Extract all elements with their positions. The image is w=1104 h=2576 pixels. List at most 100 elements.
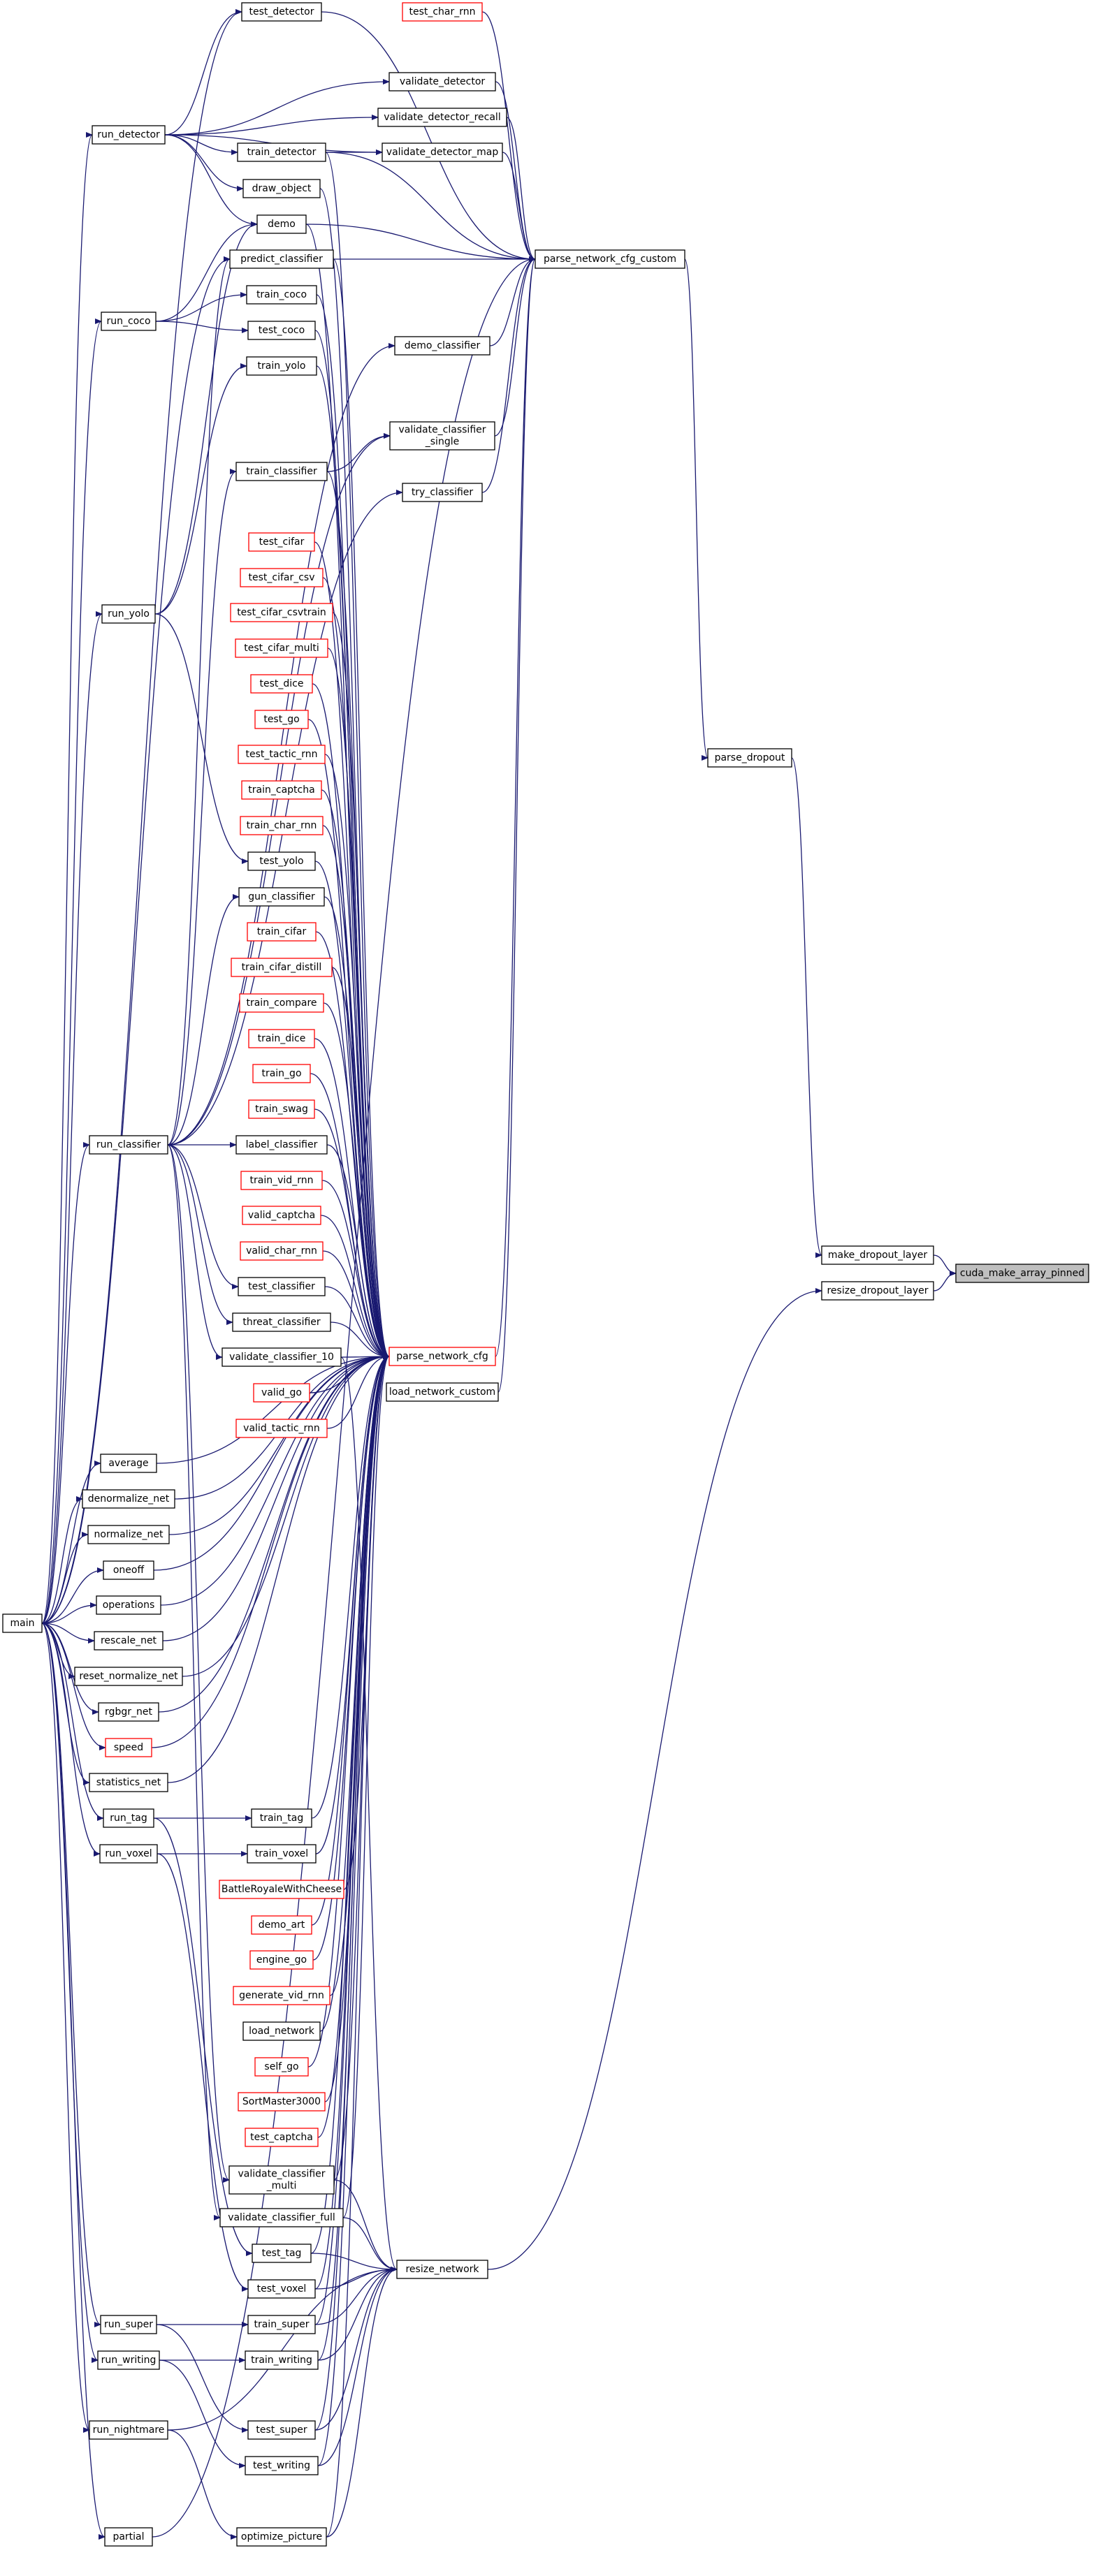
node-average[interactable]: average: [100, 1454, 157, 1473]
node-resize_dropout_layer[interactable]: resize_dropout_layer: [821, 1281, 934, 1301]
node-run_coco[interactable]: run_coco: [101, 312, 157, 331]
node-label-run_tag: run_tag: [110, 1813, 147, 1824]
node-train_voxel[interactable]: train_voxel: [247, 1844, 317, 1864]
node-engine_go[interactable]: engine_go: [249, 1950, 314, 1970]
node-draw_object[interactable]: draw_object: [242, 179, 321, 198]
node-train_cifar_distill[interactable]: train_cifar_distill: [231, 958, 333, 977]
node-train_dice[interactable]: train_dice: [248, 1029, 315, 1048]
node-load_network[interactable]: load_network: [242, 2021, 321, 2041]
node-label-train_coco: train_coco: [256, 289, 307, 300]
node-test_char_rnn[interactable]: test_char_rnn: [402, 2, 483, 22]
node-train_yolo[interactable]: train_yolo: [246, 356, 317, 376]
node-validate_classifier_10[interactable]: validate_classifier_10: [221, 1347, 342, 1367]
node-parse_network_cfg_custom[interactable]: parse_network_cfg_custom: [535, 249, 685, 269]
node-oneoff[interactable]: oneoff: [103, 1560, 154, 1580]
node-optimize_picture[interactable]: optimize_picture: [236, 2527, 327, 2547]
node-generate_vid_rnn[interactable]: generate_vid_rnn: [233, 1986, 331, 2005]
node-partial[interactable]: partial: [104, 2527, 153, 2547]
node-demo_art[interactable]: demo_art: [251, 1915, 312, 1935]
node-speed[interactable]: speed: [105, 1738, 152, 1757]
node-test_go[interactable]: test_go: [254, 710, 309, 729]
node-box-train_super: [247, 2315, 316, 2334]
node-threat_classifier[interactable]: threat_classifier: [232, 1312, 331, 1332]
node-test_cifar_multi[interactable]: test_cifar_multi: [235, 638, 328, 658]
node-reset_normalize_net[interactable]: reset_normalize_net: [74, 1667, 183, 1686]
node-run_writing[interactable]: run_writing: [97, 2350, 160, 2370]
node-gun_classifier[interactable]: gun_classifier: [238, 887, 325, 907]
node-test_cifar[interactable]: test_cifar: [248, 532, 315, 552]
node-train_classifier[interactable]: train_classifier: [235, 462, 328, 481]
node-train_vid_rnn[interactable]: train_vid_rnn: [240, 1171, 323, 1190]
node-test_dice[interactable]: test_dice: [250, 674, 313, 694]
node-cuda_make_array_pinned[interactable]: cuda_make_array_pinned: [955, 1264, 1089, 1283]
node-test_voxel[interactable]: test_voxel: [247, 2279, 316, 2299]
node-test_tag[interactable]: test_tag: [252, 2244, 312, 2263]
node-validate_classifier_multi[interactable]: validate_classifier_multi: [228, 2165, 335, 2195]
node-make_dropout_layer[interactable]: make_dropout_layer: [821, 1245, 934, 1265]
node-validate_detector_recall[interactable]: validate_detector_recall: [377, 108, 507, 127]
node-try_classifier[interactable]: try_classifier: [402, 483, 483, 502]
node-train_tag[interactable]: train_tag: [251, 1808, 312, 1828]
node-resize_network[interactable]: resize_network: [396, 2260, 488, 2279]
node-denormalize_net[interactable]: denormalize_net: [82, 1489, 175, 1509]
node-train_go[interactable]: train_go: [252, 1064, 311, 1083]
node-test_cifar_csv[interactable]: test_cifar_csv: [240, 568, 324, 587]
node-validate_classifier_full[interactable]: validate_classifier_full: [219, 2208, 344, 2227]
node-test_writing[interactable]: test_writing: [245, 2456, 319, 2475]
node-main[interactable]: main: [2, 1613, 43, 1633]
node-parse_network_cfg[interactable]: parse_network_cfg: [388, 1347, 496, 1366]
node-run_tag[interactable]: run_tag: [103, 1808, 154, 1828]
node-rescale_net[interactable]: rescale_net: [94, 1631, 164, 1651]
node-run_detector[interactable]: run_detector: [92, 125, 166, 145]
node-train_cifar[interactable]: train_cifar: [247, 922, 317, 942]
node-test_tactic_rnn[interactable]: test_tactic_rnn: [238, 745, 326, 764]
node-train_detector[interactable]: train_detector: [237, 142, 326, 162]
node-box-try_classifier: [402, 483, 483, 502]
node-label-train_tag: train_tag: [260, 1813, 304, 1824]
node-train_compare[interactable]: train_compare: [239, 993, 324, 1013]
node-demo[interactable]: demo: [256, 214, 307, 234]
node-validate_classifier_single[interactable]: validate_classifier_single: [389, 421, 495, 451]
node-box-test_go: [254, 710, 309, 729]
node-test_coco[interactable]: test_coco: [247, 321, 316, 340]
node-box-gun_classifier: [238, 887, 325, 907]
node-run_yolo[interactable]: run_yolo: [101, 604, 156, 624]
node-train_swag[interactable]: train_swag: [248, 1099, 315, 1119]
node-test_cifar_csvtrain[interactable]: test_cifar_csvtrain: [230, 603, 333, 622]
node-BattleRoyaleWithCheese[interactable]: BattleRoyaleWithCheese: [219, 1880, 344, 1899]
node-train_captcha[interactable]: train_captcha: [241, 780, 322, 800]
node-predict_classifier[interactable]: predict_classifier: [229, 249, 334, 269]
node-test_captcha[interactable]: test_captcha: [245, 2128, 319, 2147]
node-run_classifier[interactable]: run_classifier: [89, 1135, 168, 1155]
node-valid_char_rnn[interactable]: valid_char_rnn: [240, 1241, 324, 1261]
node-run_nightmare[interactable]: run_nightmare: [89, 2420, 168, 2440]
node-run_voxel[interactable]: run_voxel: [99, 1844, 158, 1864]
node-validate_detector[interactable]: validate_detector: [388, 72, 496, 92]
node-label_classifier[interactable]: label_classifier: [235, 1135, 328, 1155]
node-label-train_detector: train_detector: [247, 147, 317, 158]
node-test_detector[interactable]: test_detector: [241, 2, 322, 22]
node-normalize_net[interactable]: normalize_net: [87, 1525, 170, 1544]
node-statistics_net[interactable]: statistics_net: [89, 1773, 168, 1792]
node-train_writing[interactable]: train_writing: [245, 2350, 319, 2370]
node-train_coco[interactable]: train_coco: [246, 285, 317, 305]
node-self_go[interactable]: self_go: [254, 2057, 309, 2077]
node-valid_captcha[interactable]: valid_captcha: [242, 1206, 321, 1225]
node-rgbgr_net[interactable]: rgbgr_net: [98, 1702, 159, 1722]
node-operations[interactable]: operations: [96, 1595, 161, 1615]
node-label-train_go: train_go: [261, 1068, 301, 1079]
node-label-predict_classifier: predict_classifier: [240, 254, 323, 265]
node-demo_classifier[interactable]: demo_classifier: [394, 336, 491, 356]
node-valid_go[interactable]: valid_go: [253, 1383, 310, 1403]
node-test_yolo[interactable]: test_yolo: [247, 851, 316, 871]
node-valid_tactic_rnn[interactable]: valid_tactic_rnn: [235, 1419, 328, 1438]
node-test_super[interactable]: test_super: [247, 2420, 316, 2440]
node-SortMaster3000[interactable]: SortMaster3000: [238, 2092, 326, 2112]
node-load_network_custom[interactable]: load_network_custom: [386, 1382, 499, 1402]
node-validate_detector_map[interactable]: validate_detector_map: [382, 142, 503, 162]
node-parse_dropout[interactable]: parse_dropout: [707, 748, 792, 768]
node-train_char_rnn[interactable]: train_char_rnn: [240, 816, 324, 835]
node-run_super[interactable]: run_super: [100, 2315, 157, 2334]
node-train_super[interactable]: train_super: [247, 2315, 316, 2334]
node-test_classifier[interactable]: test_classifier: [238, 1277, 326, 1296]
